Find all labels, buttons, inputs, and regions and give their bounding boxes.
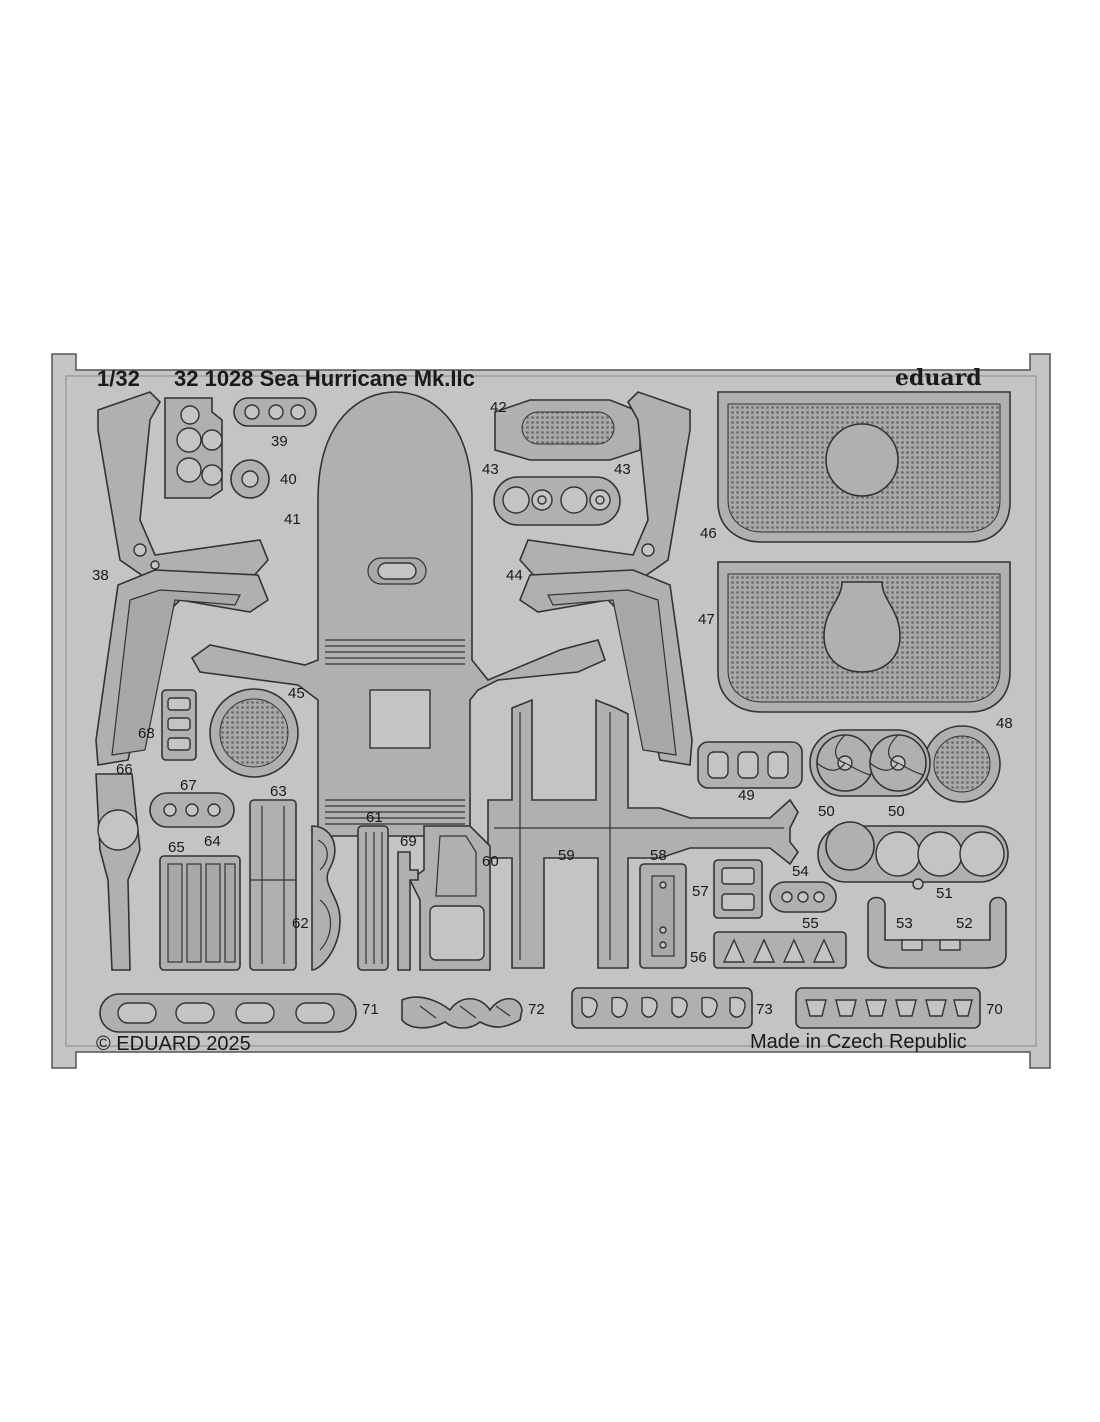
copyright-label: © EDUARD 2025 [96,1033,251,1055]
label-53: 53 [896,915,913,932]
part-43 [493,476,621,526]
part-38 [95,391,269,766]
part-52-53 [867,896,1007,969]
part-67 [149,792,235,828]
label-71: 71 [362,1001,379,1018]
label-40: 40 [280,471,297,488]
label-67: 67 [180,777,197,794]
label-45: 45 [288,685,305,702]
part-55-56 [713,931,847,969]
part-57 [713,859,763,919]
label-50a: 50 [818,803,835,820]
part-39 [233,397,317,427]
label-51: 51 [936,885,953,902]
part-59 [487,698,799,969]
part-73 [571,987,753,1029]
label-68: 68 [138,725,155,742]
part-40 [164,397,270,499]
label-59: 59 [558,847,575,864]
label-47: 47 [698,611,715,628]
part-62 [311,825,341,971]
label-43a: 43 [482,461,499,478]
part-60 [408,825,491,971]
origin-label: Made in Czech Republic [750,1031,967,1053]
label-64: 64 [204,833,221,850]
part-46 [717,391,1011,543]
part-71 [99,993,357,1033]
part-51 [817,821,1009,890]
label-65: 65 [168,839,185,856]
label-69: 69 [400,833,417,850]
label-73: 73 [756,1001,773,1018]
part-69 [397,851,419,971]
label-70: 70 [986,1001,1003,1018]
label-50b: 50 [888,803,905,820]
part-48 [923,725,1001,803]
label-56: 56 [690,949,707,966]
label-49: 49 [738,787,755,804]
label-72: 72 [528,1001,545,1018]
brand-logo: eduard [895,365,982,391]
part-72 [401,996,523,1029]
kit-title: 32 1028 Sea Hurricane Mk.IIc [174,366,475,391]
part-44 [519,391,693,766]
part-41 [190,391,606,837]
part-66 [95,773,141,971]
label-62: 62 [292,915,309,932]
part-70 [795,987,981,1029]
label-52: 52 [956,915,973,932]
part-54 [769,881,837,913]
part-58 [639,863,687,969]
part-64-65 [159,855,241,971]
label-38: 38 [92,567,109,584]
label-44: 44 [506,567,523,584]
label-61: 61 [366,809,383,826]
label-43b: 43 [614,461,631,478]
part-63 [249,799,297,971]
label-58: 58 [650,847,667,864]
part-numbers: 38 39 40 41 42 43 43 44 45 46 47 48 49 5… [92,399,1013,1018]
part-49 [697,741,803,789]
label-46: 46 [700,525,717,542]
part-42 [494,399,641,461]
label-42: 42 [490,399,507,416]
label-63: 63 [270,783,287,800]
label-41: 41 [284,511,301,528]
label-66: 66 [116,761,133,778]
part-68 [161,689,197,761]
label-60: 60 [482,853,499,870]
label-48: 48 [996,715,1013,732]
label-39: 39 [271,433,288,450]
label-55: 55 [802,915,819,932]
scale-label: 1/32 [97,366,140,391]
part-61 [357,825,389,971]
label-57: 57 [692,883,709,900]
label-54: 54 [792,863,809,880]
part-45 [209,688,299,778]
part-47 [717,561,1011,713]
part-50 [809,729,931,797]
